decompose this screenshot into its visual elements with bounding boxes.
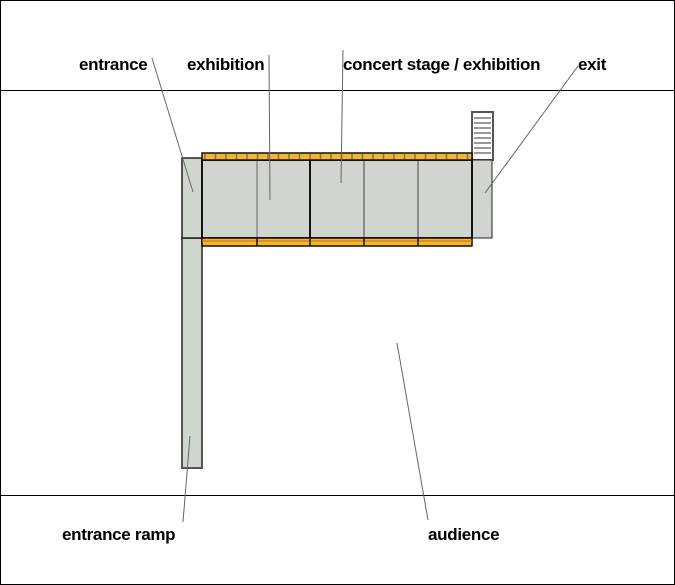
bottom-railing xyxy=(201,237,473,247)
label-concert-stage: concert stage / exhibition xyxy=(343,55,540,74)
railing-posts xyxy=(204,154,469,159)
leader-lines xyxy=(151,49,579,523)
stairs-icon xyxy=(471,111,494,161)
entrance-block xyxy=(181,157,203,239)
main-hall xyxy=(201,159,473,239)
structure xyxy=(181,111,494,469)
label-exit: exit xyxy=(578,55,607,74)
label-entrance: entrance xyxy=(79,55,147,74)
entrance-ramp-shape xyxy=(181,237,203,469)
label-audience: audience xyxy=(428,525,499,544)
label-exhibition: exhibition xyxy=(187,55,264,74)
label-entrance-ramp: entrance ramp xyxy=(62,525,175,544)
top-railing xyxy=(201,152,473,161)
exit-block xyxy=(471,159,493,239)
